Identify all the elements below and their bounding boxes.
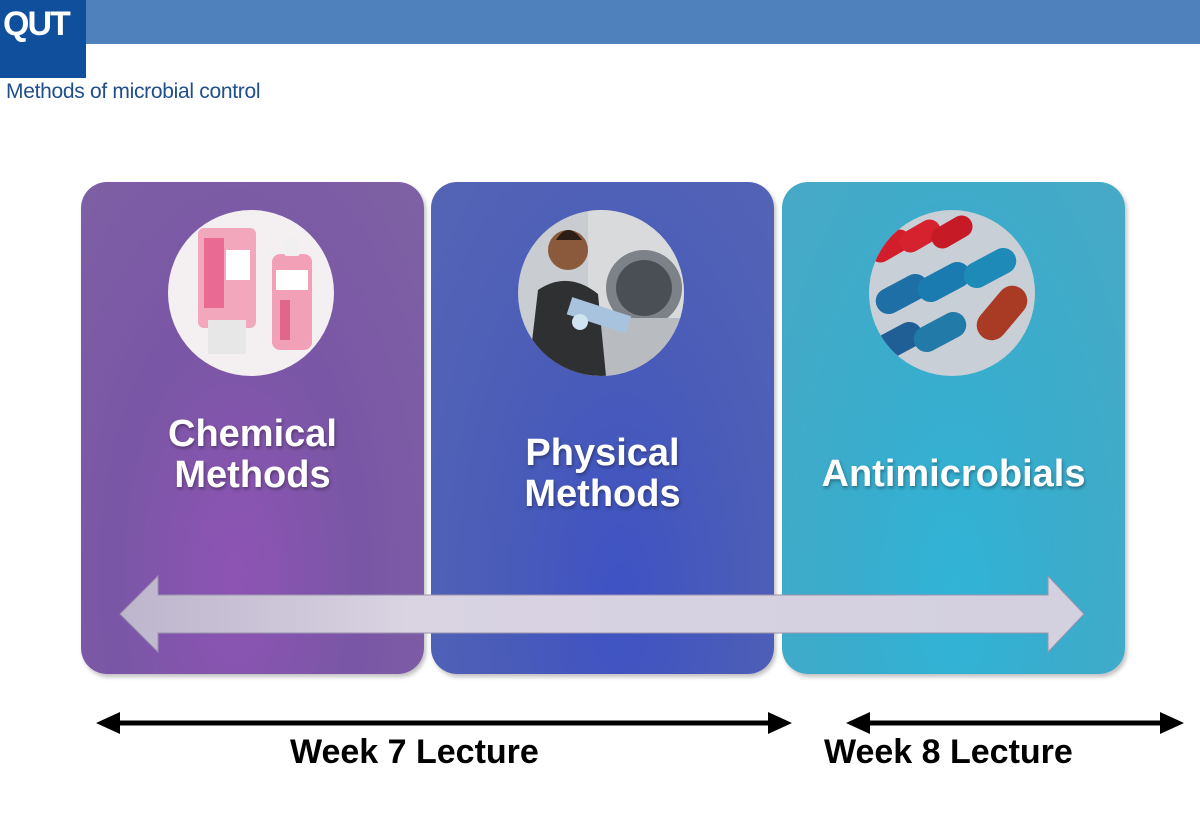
panel-antimicrobials: Antimicrobials <box>782 182 1125 674</box>
header-bar <box>0 0 1200 44</box>
spectrum-double-arrow <box>119 574 1085 654</box>
antimicrobials-label: Antimicrobials <box>821 453 1086 495</box>
capsule-blister-pack-photo <box>869 210 1035 376</box>
week8-lecture-label: Week 8 Lecture <box>824 733 1073 771</box>
chemical-methods-label: Chemical Methods <box>168 413 337 496</box>
week7-range-arrow <box>96 712 792 734</box>
panel-physical-methods: Physical Methods <box>431 182 774 674</box>
qut-logo: QUT <box>0 0 86 78</box>
disinfectant-bottles-photo <box>168 210 334 376</box>
autoclave-worker-photo <box>518 210 684 376</box>
panel-chemical-methods: Chemical Methods <box>81 182 424 674</box>
logo-text: QUT <box>3 5 71 43</box>
week8-range-arrow <box>846 712 1184 734</box>
physical-methods-label: Physical Methods <box>524 432 681 515</box>
week7-lecture-label: Week 7 Lecture <box>290 733 539 771</box>
slide-subtitle: Methods of microbial control <box>6 80 261 103</box>
